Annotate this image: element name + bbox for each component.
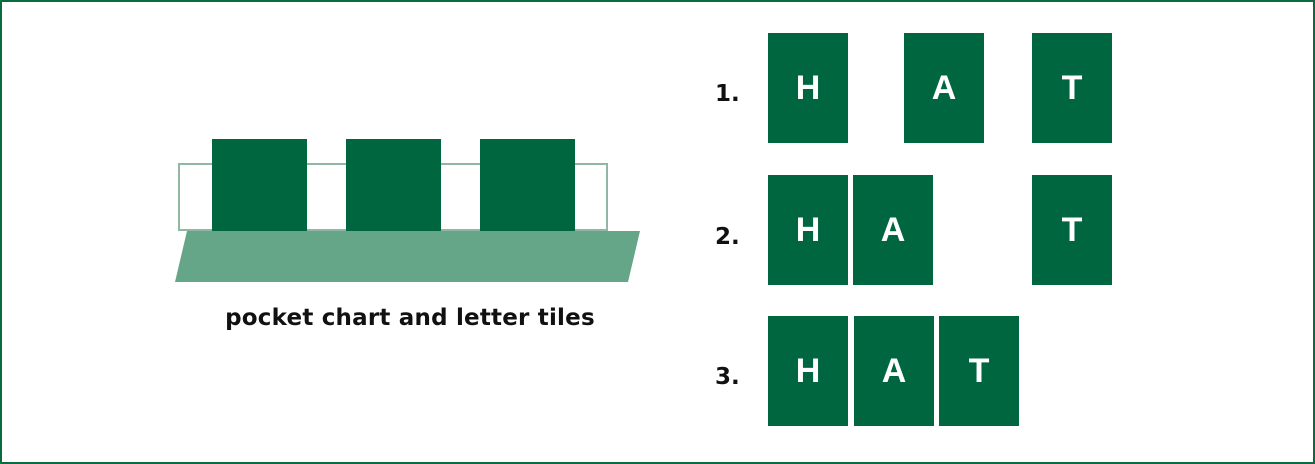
pocket-letter-tile <box>346 139 441 243</box>
step-number-3: 3. <box>715 364 740 390</box>
step-number-1: 1. <box>715 81 740 107</box>
letter-tile-h: H <box>768 316 848 426</box>
pocket-letter-tile <box>480 139 575 243</box>
letter-tile-a: A <box>854 316 934 426</box>
caption: pocket chart and letter tiles <box>225 305 595 331</box>
letter-tile-h: H <box>768 33 848 143</box>
letter-tile-a: A <box>904 33 984 143</box>
letter-tile-t: T <box>1032 33 1112 143</box>
letter-tile-a: A <box>853 175 933 285</box>
pocket-letter-tile <box>212 139 307 243</box>
letter-tile-t: T <box>939 316 1019 426</box>
pocket-chart-pocket <box>175 231 640 282</box>
letter-tile-h: H <box>768 175 848 285</box>
letter-tile-t: T <box>1032 175 1112 285</box>
step-number-2: 2. <box>715 224 740 250</box>
pocket-chart <box>175 135 640 285</box>
